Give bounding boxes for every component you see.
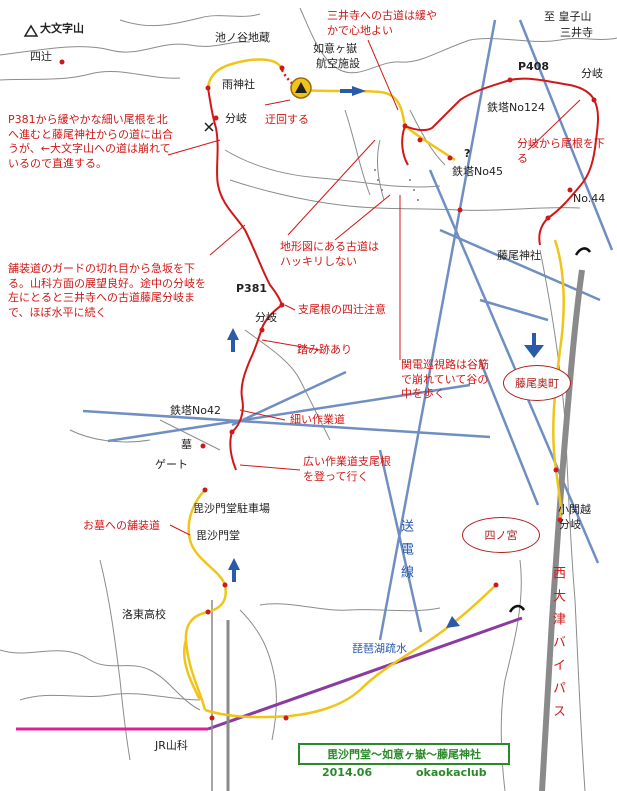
map-title-box: 毘沙門堂～如意ヶ嶽～藤尾神社 [298, 743, 510, 765]
rakuto-hs-label: 洛東高校 [122, 608, 166, 621]
curve-arrow-icon-2 [508, 604, 526, 613]
ukai-label: 迂回する [265, 113, 309, 126]
bishamondo-label: 毘沙門堂 [196, 529, 240, 542]
terrain-dots [374, 169, 419, 201]
bunki-ne-label: 分岐 [581, 67, 603, 80]
curve-arrow-icon [574, 247, 592, 256]
leader-lines [167, 39, 581, 536]
bypass-label: 西大津バイパス [550, 566, 565, 727]
haka-label: 墓 [181, 438, 192, 451]
yotsutsuji-label: 四辻 [30, 50, 52, 63]
note-hosoi: 細い作業道 [290, 413, 345, 426]
tetto42-label: 鉄塔No42 [170, 404, 221, 417]
note-kanden: 関電巡視路は谷筋で崩れていて谷の中を歩く [401, 358, 489, 401]
fujio-jinja-label: 藤尾神社 [497, 249, 541, 262]
shinomiya-oval: 四ノ宮 [462, 517, 540, 553]
no44-label: No.44 [573, 192, 606, 205]
nyoigatake-label: 如意ヶ嶽 [313, 42, 357, 55]
ikenoya-jizo-label: 池ノ谷地蔵 [215, 31, 270, 44]
purple-line [207, 616, 523, 731]
tetto45-label: 鉄塔No45 [452, 165, 503, 178]
amejinja-label: 雨神社 [222, 78, 255, 91]
sodensen-label: 送電線 [398, 519, 413, 588]
note-hiroi: 広い作業道支尾根を登って行く [303, 455, 391, 483]
question-label: ? [464, 147, 471, 160]
route-nodes [59, 59, 597, 721]
power-lines [82, 19, 614, 641]
fujio-okumachi-label: 藤尾奥町 [515, 377, 559, 390]
note-chikei: 地形図にある古道はハッキリしない [280, 240, 379, 268]
daimonji-label: 大文字山 [40, 22, 84, 35]
shinomiya-label: 四ノ宮 [484, 529, 518, 542]
fujio-okumachi-oval: 藤尾奥町 [503, 365, 571, 401]
aviation-label: 航空施設 [316, 57, 360, 70]
bishamon-parking-label: 毘沙門堂駐車場 [193, 502, 270, 515]
note-p381: P381から緩やかな細い尾根を北へ進むと藤尾神社からの道に出合うが、←大文字山へ… [8, 113, 173, 170]
note-bunki-one: 分岐から尾根を下る [517, 137, 605, 165]
note-shione: 支尾根の四辻注意 [298, 303, 386, 316]
bunki3-label: 分岐 [559, 518, 581, 531]
direction-arrows [227, 86, 544, 628]
jr-yamashina-label: JR山科 [155, 739, 188, 752]
bunki2-label: 分岐 [255, 311, 277, 324]
aviation-peak-mark-icon [295, 82, 307, 93]
note-mii: 三井寺への古道は緩やかで心地よい [327, 9, 437, 37]
kozeki-label: 小関越 [558, 503, 591, 516]
biwako-sosui-label: 琵琶湖疏水 [352, 642, 407, 655]
note-fumiato: 踏み跡あり [297, 343, 352, 356]
map-date: 2014.06 [322, 766, 373, 779]
direction-label: 至 皇子山 [544, 10, 592, 23]
daimonji-peak-icon [23, 24, 39, 37]
bypass-road [539, 269, 585, 791]
map-author: okaokaclub [416, 766, 487, 779]
main-route [207, 77, 599, 471]
note-hoso: 舗装道のガードの切れ目から急坂を下る。山科方面の展望良好。途中の分岐を左にとると… [8, 262, 206, 319]
blocked-x-icon [204, 122, 214, 132]
direction-label-2: 三井寺 [560, 26, 593, 39]
gate-label: ゲート [155, 458, 188, 471]
note-ohaka: お墓への舗装道 [83, 519, 160, 532]
tetto124-label: 鉄塔No124 [487, 101, 545, 114]
p381-label: P381 [236, 282, 268, 295]
bunki1-label: 分岐 [225, 112, 247, 125]
p408-label: P408 [518, 60, 550, 73]
